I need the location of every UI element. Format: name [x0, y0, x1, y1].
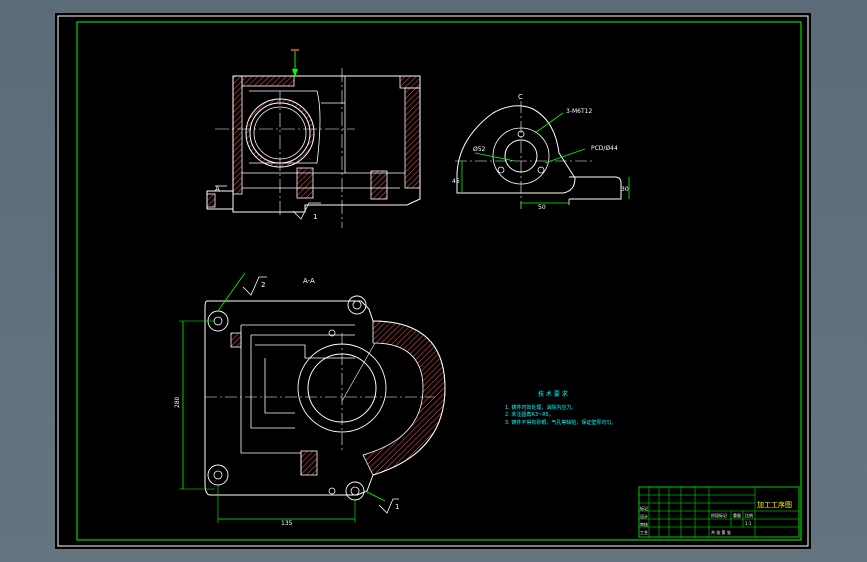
row-label-2: 审核	[640, 521, 648, 527]
diameter-callout: Ø52	[473, 146, 486, 153]
angle-label-1: 1	[313, 213, 317, 221]
side-view: C 3-M6T12 Ø52 PCD/Ø44 50	[452, 93, 630, 211]
scale-value: 1:1	[745, 521, 752, 526]
pcd-callout: PCD/Ø44	[591, 145, 618, 152]
dim-50: 50	[538, 204, 546, 211]
note-line-1: 1. 铸件时效处理，消除内应力。	[505, 404, 576, 411]
note-line-3: 3. 铸件不得有砂眼、气孔等缺陷，保证壁厚均匀。	[505, 419, 616, 426]
dim-135: 135	[281, 520, 293, 527]
row-label-0: 标记	[640, 505, 648, 511]
meta-0: 阶段标记	[711, 512, 727, 518]
drawing-sheet: 1 A C 3-M6T12 Ø52	[55, 13, 811, 549]
angle-label-1b: 1	[395, 503, 399, 511]
note-line-2: 2. 未注圆角R3~R5。	[505, 411, 554, 418]
top-section-view: 1 A	[206, 49, 421, 228]
row-label-3: 工艺	[640, 530, 648, 535]
technical-notes: 技 术 要 求 1. 铸件时效处理，消除内应力。 2. 未注圆角R3~R5。 3…	[505, 390, 616, 426]
dim-280: 280	[174, 396, 181, 408]
outer-frame	[57, 15, 809, 547]
meta-2: 比例	[745, 512, 753, 518]
dim-30: 30	[621, 186, 629, 193]
section-label-c: C	[518, 93, 523, 101]
title-block: 加工工序图 标记 设计 审核 工艺 阶段标记 重量 比例 1:1 共 张 第 张	[638, 486, 800, 538]
row-label-1: 设计	[640, 513, 648, 519]
datum-label-a: A	[215, 185, 220, 193]
thread-callout: 3-M6T12	[566, 108, 592, 115]
dim-45: 45	[452, 178, 460, 185]
notes-title: 技 术 要 求	[538, 390, 568, 398]
section-title-a-a: A-A	[303, 277, 315, 285]
inner-border	[76, 21, 802, 541]
meta-1: 重量	[733, 512, 741, 518]
angle-label-2: 2	[261, 281, 265, 289]
drawing-name: 加工工序图	[757, 500, 792, 509]
cad-drawing-canvas: 1 A C 3-M6T12 Ø52	[57, 15, 809, 547]
sheet-count: 共 张 第 张	[711, 529, 731, 535]
section-view-a-a: A-A	[174, 272, 446, 527]
